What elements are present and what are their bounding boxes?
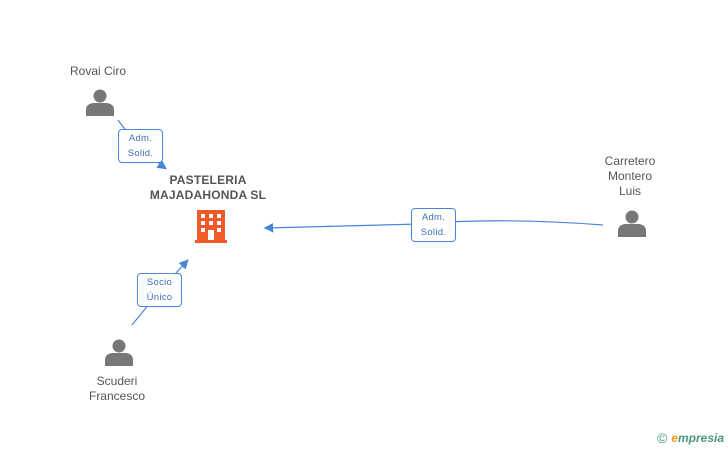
edge-label-carretero: Adm. Solid. [411,208,456,242]
person-name-scuderi[interactable]: Scuderi Francesco [88,374,146,403]
edge-label-line2: Único [146,292,173,303]
building-icon[interactable] [195,210,227,243]
brand-logo-initial: e [671,431,678,445]
edge-label-line1: Adm. [128,133,153,144]
person-icon[interactable] [86,89,114,117]
edge-label-scuderi: Socio Único [137,273,182,307]
company-name[interactable]: PASTELERIA MAJADAHONDA SL [138,173,278,203]
edge-label-line1: Adm. [421,212,446,223]
person-name-rovai[interactable]: Rovai Ciro [69,64,126,78]
edge-label-line2: Solid. [420,227,447,238]
edge-label-line2: Solid. [127,148,154,159]
brand-logo: empresia [671,431,724,445]
company-name-line1: PASTELERIA [169,173,247,187]
edge-label-line1: Socio [146,277,173,288]
copyright-symbol: © [656,430,668,446]
brand-logo-rest: mpresia [677,431,724,445]
edge-label-rovai: Adm. Solid. [118,129,163,163]
person-icon[interactable] [618,210,646,238]
person-icon[interactable] [105,339,133,367]
company-name-line2: MAJADAHONDA SL [149,188,267,202]
person-name-carretero[interactable]: Carretero Montero Luis [604,154,656,198]
empresia-watermark: © empresia [657,430,724,446]
